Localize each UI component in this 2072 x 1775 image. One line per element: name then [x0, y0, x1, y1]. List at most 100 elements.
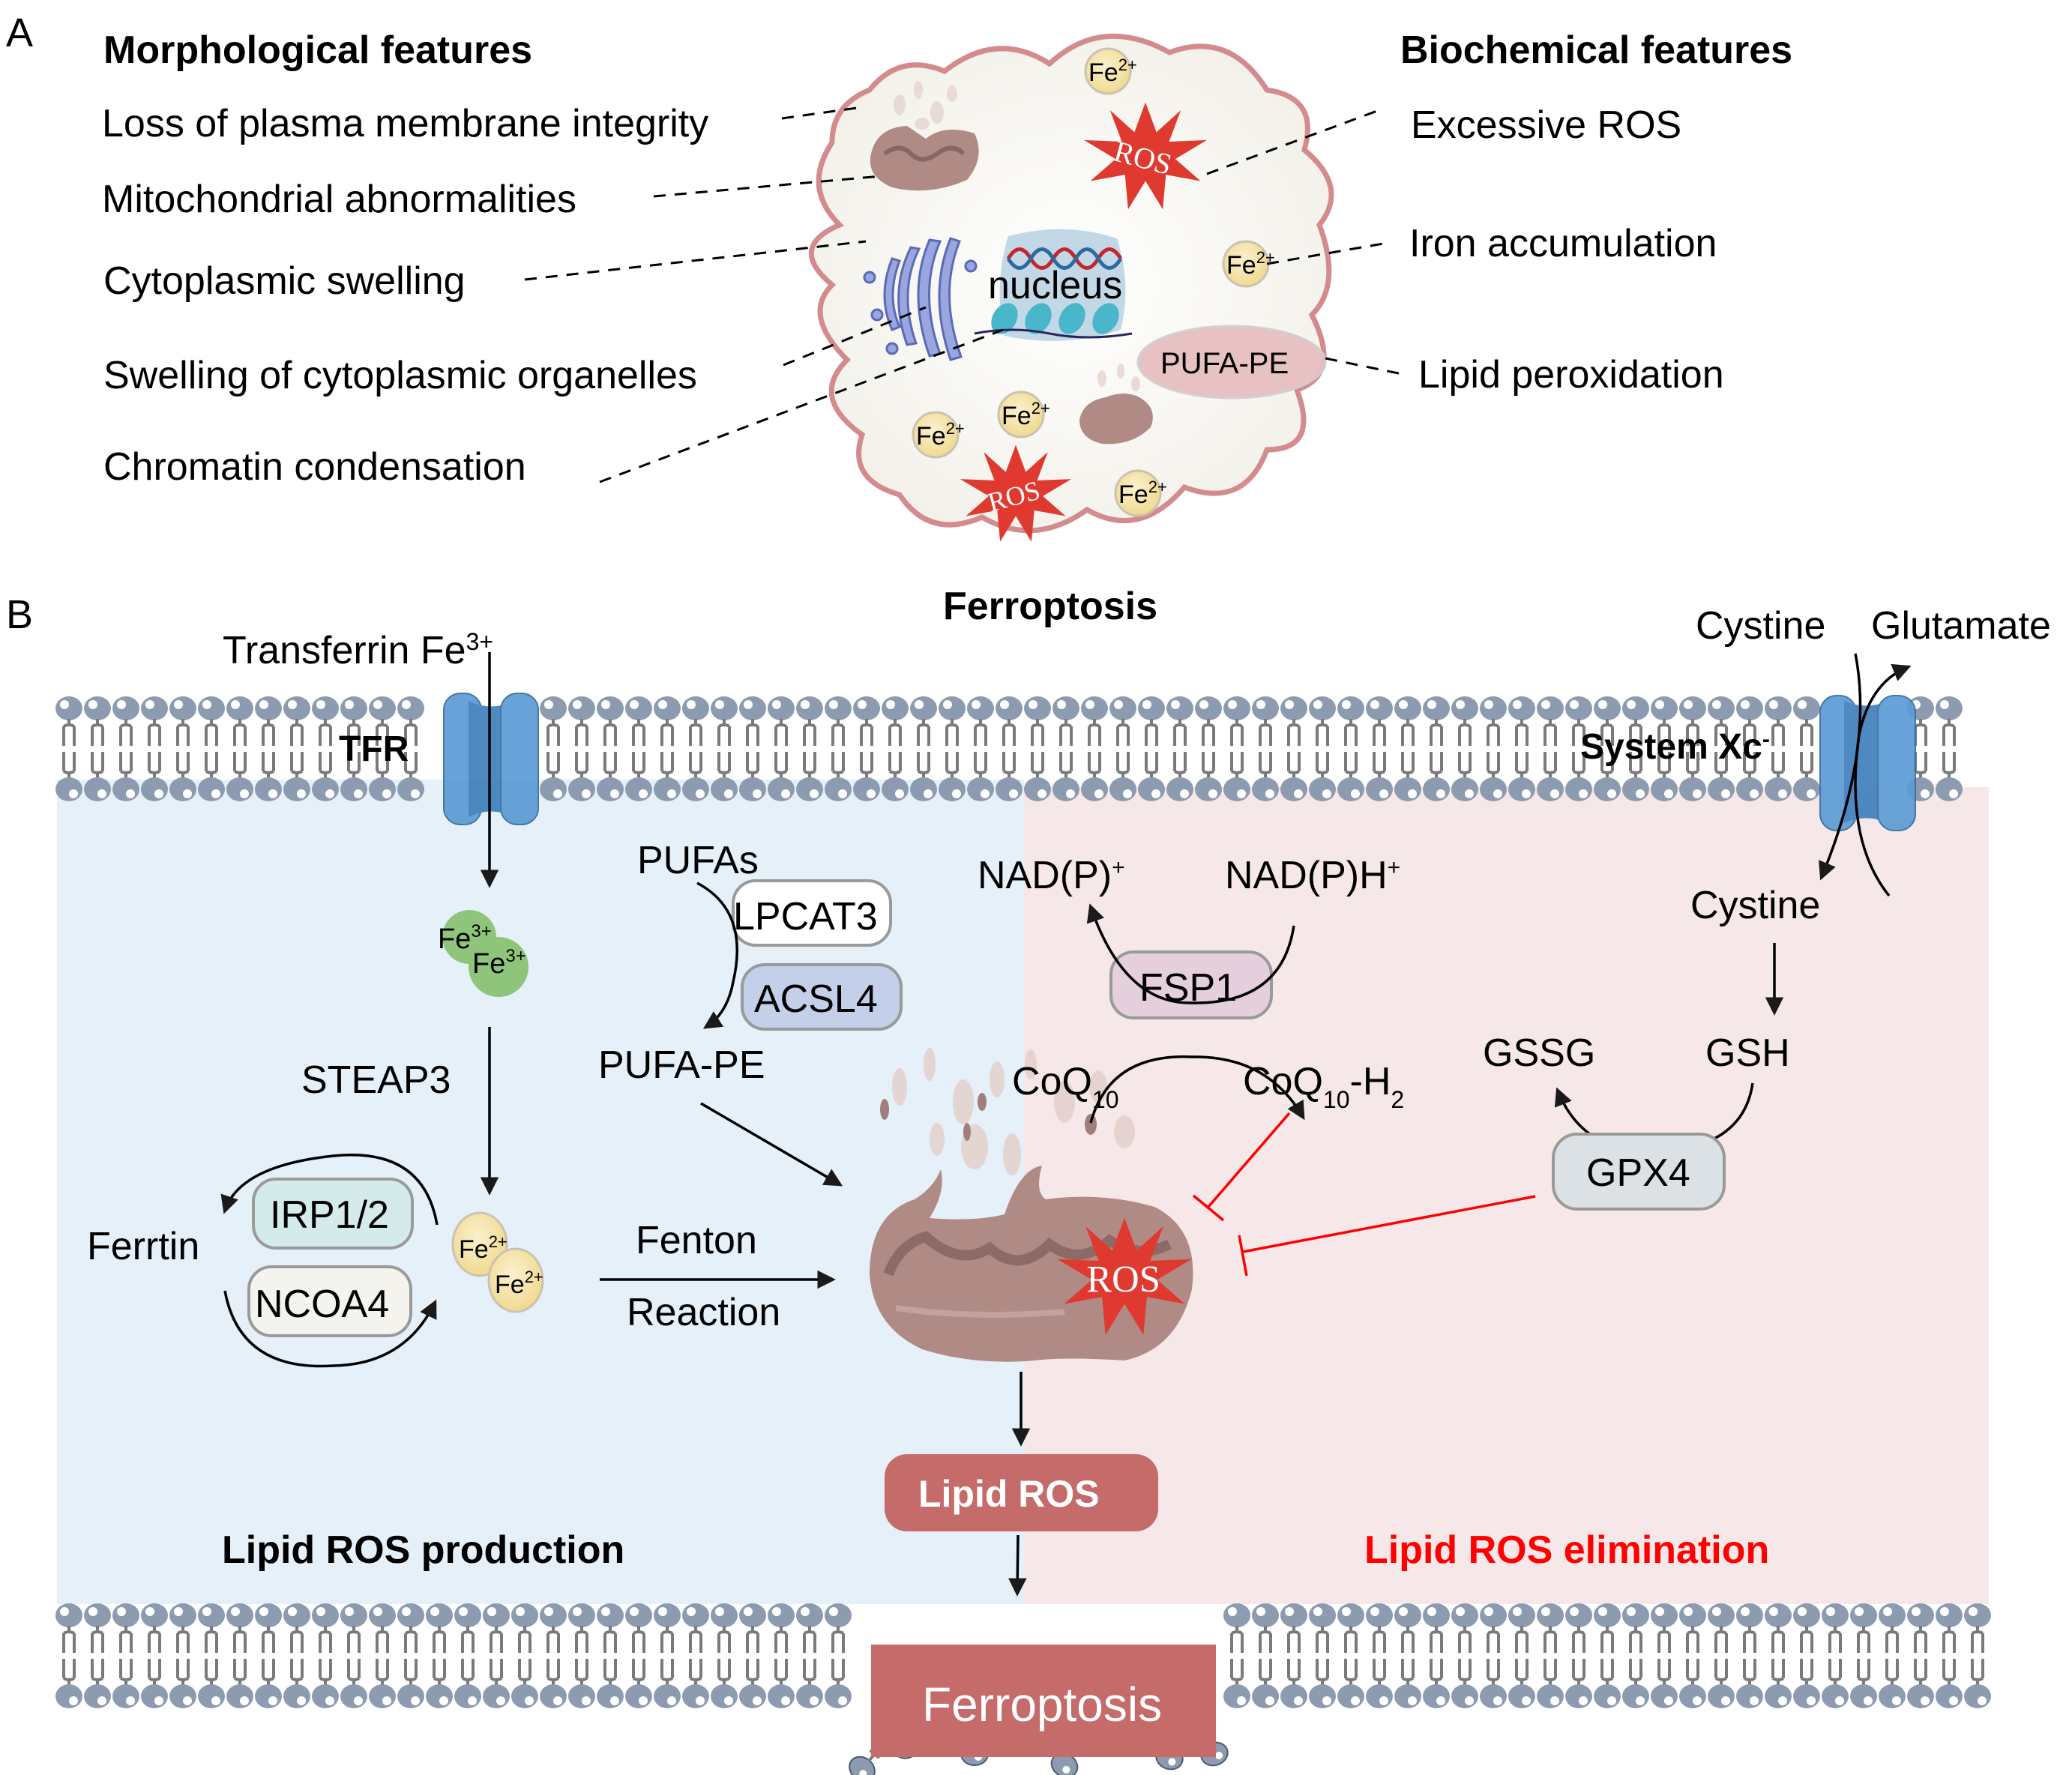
iron-ion-icon: Fe2+ — [1222, 240, 1275, 288]
phospholipid-icon — [1364, 1602, 1394, 1710]
irp-label: IRP1/2 — [270, 1193, 389, 1237]
phospholipid-icon — [1877, 1602, 1907, 1710]
phospholipid-icon — [1421, 695, 1451, 803]
phospholipid-icon — [1535, 695, 1565, 803]
phospholipid-icon — [1934, 1602, 1964, 1710]
ros-burst-icon: ROS — [960, 444, 1072, 542]
lpcat3-box — [732, 879, 892, 947]
system-xc-label: System Xc- — [1580, 727, 1770, 767]
ros-burst-icon: ROS — [1084, 102, 1207, 210]
phospholipid-icon — [481, 1602, 511, 1710]
phospholipid-icon — [1735, 1602, 1765, 1710]
phospholipid-icon — [1450, 1602, 1480, 1710]
phospholipid-icon — [196, 1602, 226, 1710]
coq10h2-inhibition — [1192, 1112, 1291, 1222]
phospholipid-icon — [111, 1602, 141, 1710]
reaction-label: Reaction — [627, 1291, 780, 1334]
morph-item: Swelling of cytoplasmic organelles — [103, 354, 697, 397]
phospholipid-icon — [1307, 695, 1337, 803]
phospholipid-icon — [396, 1602, 426, 1710]
phospholipid-icon — [795, 1602, 825, 1710]
phospholipid-icon — [652, 1602, 682, 1710]
phospholipid-icon — [1393, 1602, 1423, 1710]
phospholipid-icon — [1678, 1602, 1708, 1710]
cell-caption: Ferroptosis — [943, 585, 1157, 628]
phospholipid-icon — [1079, 695, 1109, 803]
leader-line — [524, 240, 867, 281]
chromatin-icon — [974, 303, 1133, 339]
panel-b-label: B — [6, 592, 33, 637]
pufa-conversion-arrow — [696, 882, 739, 1029]
svg-text:Fe2+: Fe2+ — [916, 419, 965, 450]
phospholipid-icon — [1478, 1602, 1508, 1710]
irp-box — [252, 1178, 414, 1250]
morph-item: Mitochondrial abnormalities — [102, 178, 576, 221]
phospholipid-icon — [1792, 695, 1822, 803]
phospholipid-icon — [1706, 1602, 1736, 1710]
phospholipid-icon — [82, 695, 112, 803]
phospholipid-icon — [1421, 1602, 1451, 1710]
phospholipid-icon — [738, 1602, 768, 1710]
pufa-pe-membrane — [1136, 325, 1327, 400]
phospholipid-icon — [282, 695, 312, 803]
phospholipid-icon — [1478, 695, 1508, 803]
phospholipid-icon — [1535, 1602, 1565, 1710]
ncoa4-label: NCOA4 — [255, 1283, 389, 1326]
glutamate-export-arrow — [1854, 663, 1912, 897]
phospholipid-icon — [624, 1602, 654, 1710]
fsp1-box — [1109, 950, 1273, 1019]
ncoa4-box — [247, 1265, 412, 1337]
phospholipid-icon — [624, 695, 654, 803]
phospholipid-icon — [795, 695, 825, 803]
iron-ion-icon: Fe2+ — [1084, 47, 1137, 95]
cystine-out-label: Cystine — [1696, 604, 1825, 648]
svg-text:Fe2+: Fe2+ — [1226, 248, 1275, 280]
phospholipid-icon — [937, 695, 967, 803]
phospholipid-icon — [367, 1602, 397, 1710]
phospholipid-icon — [681, 1602, 711, 1710]
phospholipid-icon — [1307, 1602, 1337, 1710]
coq10-label: CoQ10 — [1012, 1060, 1119, 1113]
nadph-arrow — [1086, 903, 1295, 1004]
bio-item: Excessive ROS — [1411, 103, 1681, 147]
phospholipid-icon — [852, 695, 882, 803]
dna-helix-icon — [1006, 247, 1123, 270]
morph-item: Cytoplasmic swelling — [103, 259, 466, 303]
lpcat3-label: LPCAT3 — [733, 895, 878, 938]
panel-a-label: A — [6, 10, 33, 55]
gssg-label: GSSG — [1483, 1031, 1595, 1075]
phospholipid-icon — [225, 695, 255, 803]
leader-line — [653, 175, 882, 198]
phospholipid-icon — [253, 695, 283, 803]
phospholipid-icon — [595, 1602, 625, 1710]
phospholipid-icon — [253, 1602, 283, 1710]
phospholipid-icon — [1849, 1602, 1879, 1710]
phospholipid-icon — [1393, 695, 1423, 803]
golgi-icon — [863, 237, 978, 361]
ros-burst-icon: ROS — [1057, 1217, 1192, 1335]
phospholipid-icon — [1963, 1602, 1993, 1710]
morph-item: Loss of plasma membrane integrity — [102, 102, 708, 145]
phospholipid-icon — [538, 1602, 568, 1710]
phospholipid-icon — [1051, 695, 1081, 803]
svg-text:Fe2+: Fe2+ — [1088, 55, 1137, 87]
bio-item: Iron accumulation — [1409, 222, 1717, 265]
phospholipid-icon — [225, 1602, 255, 1710]
ferrous-iron-icon: Fe2+ Fe2+ — [451, 1211, 544, 1313]
acsl4-box — [741, 963, 903, 1031]
coq10-arrow — [1089, 1055, 1305, 1124]
coq10h2-label: CoQ10-H2 — [1243, 1060, 1404, 1113]
phospholipid-icon — [1792, 1602, 1822, 1710]
phospholipid-icon — [766, 1602, 796, 1710]
svg-text:Fe2+: Fe2+ — [495, 1268, 543, 1299]
phospholipid-icon — [1136, 695, 1166, 803]
phospholipid-icon — [1621, 1602, 1651, 1710]
phospholipid-icon — [966, 695, 996, 803]
lipid-to-ferroptosis-arrow — [1008, 1534, 1027, 1597]
system-xc-channel-icon — [1819, 695, 1916, 831]
svg-text:Fe3+: Fe3+ — [472, 946, 526, 980]
phospholipid-icon — [54, 695, 84, 803]
ferroptosis-label: Ferroptosis — [922, 1678, 1162, 1732]
svg-text:Fe2+: Fe2+ — [459, 1232, 508, 1264]
phospholipid-icon — [1592, 1602, 1622, 1710]
